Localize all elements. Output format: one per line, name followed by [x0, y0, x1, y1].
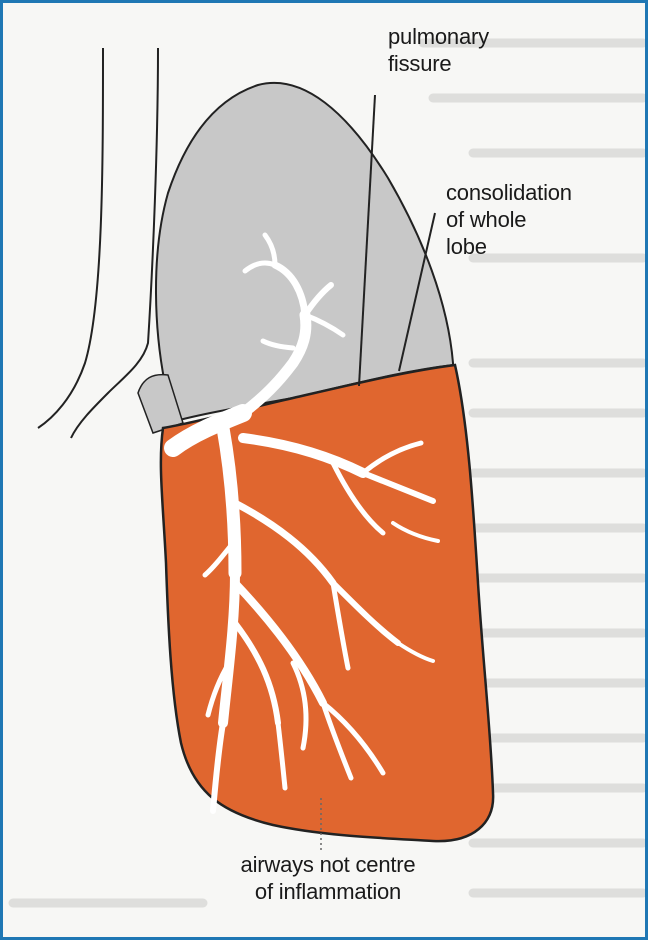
- label-line: consolidation: [446, 179, 572, 206]
- consolidation-label: consolidation of whole lobe: [446, 179, 572, 260]
- consolidated-lobe: [161, 365, 493, 841]
- label-line: airways not centre: [208, 851, 448, 878]
- label-line: pulmonary: [388, 23, 489, 50]
- label-line: lobe: [446, 233, 572, 260]
- lung-diagram: [3, 3, 645, 937]
- label-line: of whole: [446, 206, 572, 233]
- airways-label: airways not centre of inflammation: [208, 851, 448, 905]
- trachea-left-line: [38, 48, 103, 428]
- label-line: of inflammation: [208, 878, 448, 905]
- trachea-right-line: [71, 48, 158, 438]
- pulmonary-fissure-label: pulmonary fissure: [388, 23, 489, 77]
- label-line: fissure: [388, 50, 489, 77]
